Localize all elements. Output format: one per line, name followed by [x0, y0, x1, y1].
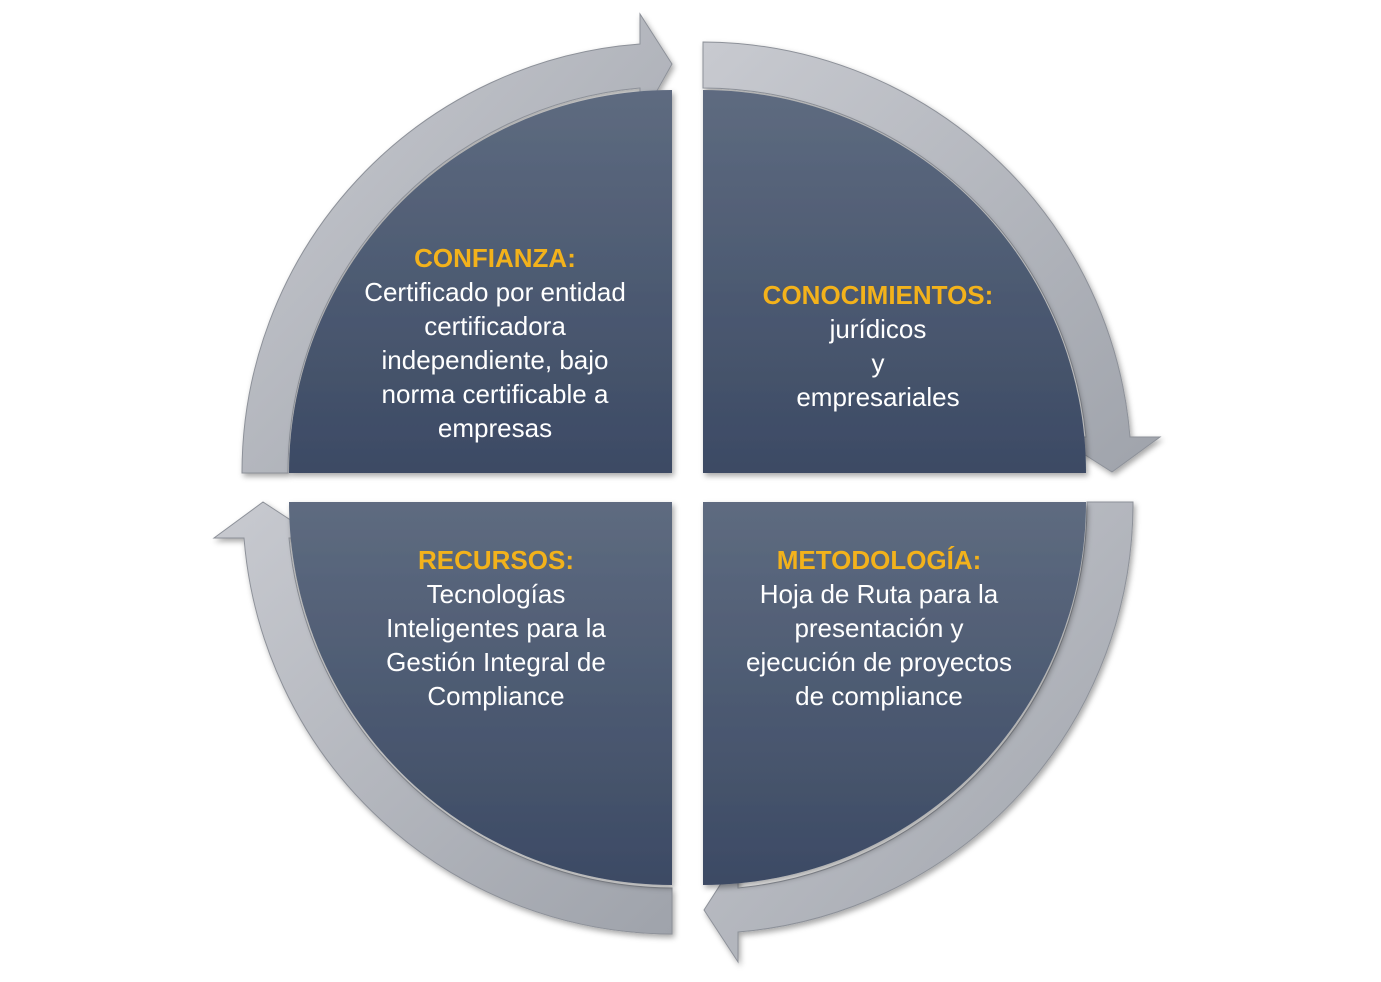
text-confianza: CONFIANZA: Certificado por entidad certi… — [340, 241, 650, 445]
line-metodologia-3: ejecución de proyectos — [746, 647, 1012, 677]
quadrant-confianza — [289, 90, 672, 473]
line-metodologia-4: de compliance — [795, 681, 963, 711]
arrow-top-right — [702, 41, 1162, 473]
quadrant-metodologia — [703, 502, 1086, 885]
line-confianza-2: certificadora — [424, 311, 566, 341]
line-metodologia-2: presentación y — [794, 613, 964, 643]
title-metodologia: METODOLOGÍA: — [776, 545, 982, 575]
text-conocimientos: CONOCIMIENTOS: jurídicos y empresariales — [738, 278, 1018, 414]
quadrant-recursos — [289, 502, 672, 885]
line-recursos-2: Inteligentes para la — [386, 613, 606, 643]
line-conocimientos-2: y — [871, 348, 885, 378]
text-recursos: RECURSOS: Tecnologías Inteligentes para … — [346, 543, 646, 713]
line-recursos-4: Compliance — [427, 681, 565, 711]
cycle-arrows — [212, 12, 1162, 964]
title-confianza: CONFIANZA: — [414, 243, 576, 273]
text-metodologia: METODOLOGÍA: Hoja de Ruta para la presen… — [724, 543, 1034, 713]
arrow-bottom-right — [703, 501, 1134, 964]
line-recursos-3: Gestión Integral de — [386, 647, 606, 677]
line-confianza-4: norma certificable a — [381, 379, 609, 409]
title-conocimientos: CONOCIMIENTOS: — [762, 280, 994, 310]
line-recursos-1: Tecnologías — [426, 579, 566, 609]
title-recursos: RECURSOS: — [417, 545, 574, 575]
quadrant-conocimientos — [703, 90, 1086, 473]
arrow-bottom-left — [212, 501, 673, 935]
line-confianza-3: independiente, bajo — [381, 345, 609, 375]
arrow-top-left — [241, 12, 673, 474]
line-conocimientos-3: empresariales — [796, 382, 960, 412]
line-conocimientos-1: jurídicos — [829, 314, 927, 344]
line-confianza-5: empresas — [437, 413, 553, 443]
line-confianza-1: Certificado por entidad — [364, 277, 626, 307]
quadrants — [289, 90, 1086, 885]
line-metodologia-1: Hoja de Ruta para la — [759, 579, 999, 609]
